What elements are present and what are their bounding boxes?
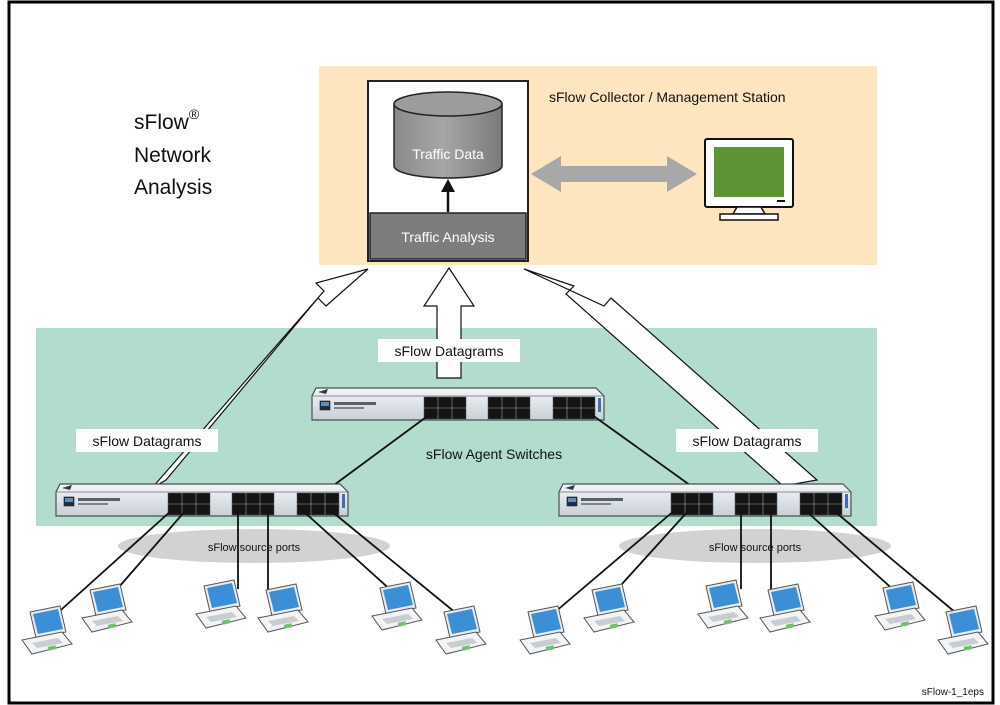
uplink-right: [587, 411, 695, 489]
datagram-arrow-left: [151, 268, 369, 489]
datagram-label-box-left: [76, 429, 218, 452]
traffic-analysis-box: [369, 212, 527, 260]
source-ports-ellipse-right: [619, 529, 891, 563]
agent-switch-center-icon: [311, 387, 605, 421]
source-ports-label-right: sFlow source ports: [709, 542, 802, 554]
management-station-monitor-icon: [704, 138, 794, 221]
datagram-label-left: sFlow Datagrams: [93, 433, 202, 449]
datagram-label-box-right: [676, 429, 818, 452]
datagram-label-box-center: [378, 339, 520, 362]
agent-switches-label: sFlow Agent Switches: [426, 446, 562, 462]
figure-id: sFlow-1_1eps: [922, 687, 984, 698]
collector-monitor-double-arrow: [531, 156, 697, 192]
diagram-title-line2: Network: [134, 144, 212, 167]
traffic-analysis-label: Traffic Analysis: [401, 229, 494, 245]
traffic-data-label: Traffic Data: [412, 146, 484, 162]
datagram-label-center: sFlow Datagrams: [395, 343, 504, 359]
diagram-title-line1: sFlow®: [134, 106, 200, 134]
source-ports-label-left: sFlow source ports: [208, 542, 301, 554]
uplink-left: [329, 411, 434, 489]
diagram-title-line3: Analysis: [134, 176, 212, 199]
collector-label: sFlow Collector / Management Station: [549, 89, 786, 105]
analysis-to-data-arrow: [441, 179, 455, 212]
datagram-label-right: sFlow Datagrams: [693, 433, 802, 449]
laptop-cables: [51, 509, 963, 619]
traffic-data-database-icon: [393, 91, 503, 179]
datagram-arrow-center: [422, 266, 476, 379]
source-ports-ellipse-left: [118, 529, 390, 563]
